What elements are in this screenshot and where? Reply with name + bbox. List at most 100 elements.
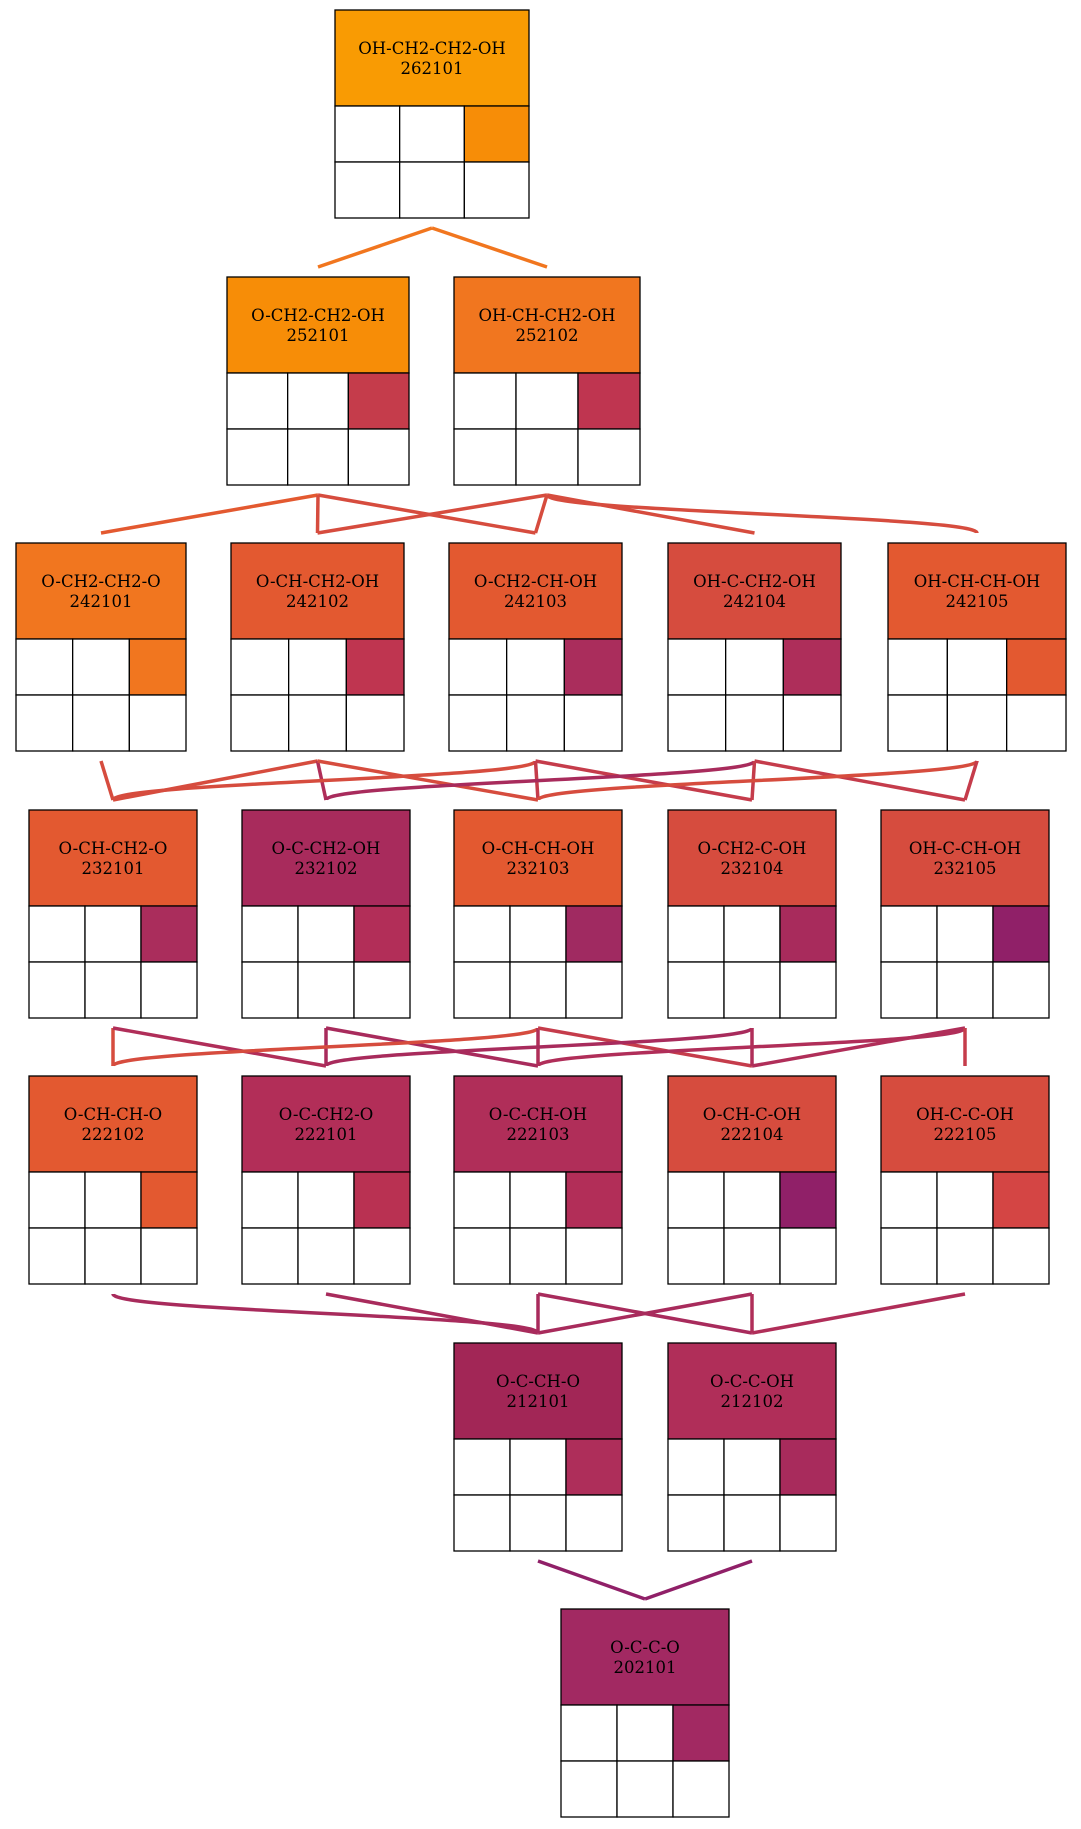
node-cell-r1c2 bbox=[345, 694, 405, 752]
node-cell-r1c0 bbox=[453, 428, 517, 486]
node-id: 222103 bbox=[507, 1125, 570, 1144]
edge-242103-232101 bbox=[111, 759, 538, 802]
node-title: O-C-C-OH bbox=[710, 1372, 794, 1391]
edges-layer bbox=[99, 226, 979, 1601]
node-cell-r1c0 bbox=[453, 1494, 511, 1552]
node-cell-r1c2 bbox=[779, 1227, 837, 1285]
node-cell-r0c1 bbox=[287, 372, 349, 430]
node-title: O-CH2-CH2-OH bbox=[251, 306, 385, 325]
node-cell-r0c1 bbox=[509, 1438, 567, 1496]
node-cell-r1c0 bbox=[453, 1227, 511, 1285]
edge-222101-212101 bbox=[325, 1292, 539, 1335]
node-cell-r0c1 bbox=[506, 638, 565, 696]
node-cell-r0c2 bbox=[782, 638, 842, 696]
node-id: 232102 bbox=[295, 859, 358, 878]
node-header bbox=[453, 1342, 623, 1440]
node-cell-r0c1 bbox=[399, 105, 465, 163]
node-cell-r0c0 bbox=[453, 1438, 511, 1496]
node-title: O-CH-CH2-OH bbox=[256, 572, 379, 591]
node-cell-r1c1 bbox=[509, 961, 567, 1019]
edge-252102-242103 bbox=[533, 494, 549, 534]
node-title: O-CH-C-OH bbox=[703, 1105, 801, 1124]
node-id: 232101 bbox=[82, 859, 145, 878]
node-id: 252102 bbox=[516, 326, 579, 345]
edge-252101-242102 bbox=[315, 494, 320, 534]
node-cell-r0c1 bbox=[723, 1171, 781, 1229]
node-title: OH-C-CH2-OH bbox=[693, 572, 816, 591]
node-cell-r0c0 bbox=[15, 638, 74, 696]
edge-232105-222104 bbox=[751, 1026, 966, 1068]
node-id: 262101 bbox=[401, 59, 464, 78]
node-title: O-CH-CH-OH bbox=[482, 839, 595, 858]
node-id: 222105 bbox=[934, 1125, 997, 1144]
node-cell-r0c2 bbox=[353, 1171, 411, 1229]
node-cell-r0c2 bbox=[140, 905, 198, 963]
node-cell-r0c1 bbox=[84, 905, 142, 963]
node-cell-r0c1 bbox=[723, 905, 781, 963]
node-id: 242105 bbox=[946, 592, 1009, 611]
node-cell-r0c1 bbox=[936, 1171, 994, 1229]
node-header bbox=[880, 809, 1050, 907]
node-header bbox=[667, 1342, 837, 1440]
node-cell-r1c2 bbox=[347, 428, 410, 486]
node-cell-r0c1 bbox=[288, 638, 347, 696]
node-cell-r1c2 bbox=[577, 428, 641, 486]
node-cell-r0c2 bbox=[347, 372, 410, 430]
node-cell-r0c2 bbox=[565, 905, 623, 963]
node-header bbox=[28, 1075, 198, 1173]
node-title: O-C-C-O bbox=[610, 1638, 680, 1657]
node-cell-r1c1 bbox=[509, 1227, 567, 1285]
node-header bbox=[453, 809, 623, 907]
node-header bbox=[230, 542, 405, 640]
node-id: 242103 bbox=[504, 592, 567, 611]
node-cell-r0c1 bbox=[84, 1171, 142, 1229]
node-cell-r0c1 bbox=[723, 1438, 781, 1496]
node-cell-r0c0 bbox=[241, 905, 299, 963]
node-cell-r1c0 bbox=[667, 961, 725, 1019]
node-cell-r0c1 bbox=[297, 1171, 355, 1229]
node-cell-r0c1 bbox=[72, 638, 130, 696]
node-cell-r1c0 bbox=[28, 1227, 86, 1285]
node-cell-r0c2 bbox=[563, 638, 623, 696]
node-cell-r1c0 bbox=[667, 694, 727, 752]
node-id: 252101 bbox=[287, 326, 350, 345]
edge-222105-212102 bbox=[751, 1292, 966, 1335]
node-id: 202101 bbox=[614, 1658, 677, 1677]
node-cell-r0c2 bbox=[779, 905, 837, 963]
node-header bbox=[241, 1075, 411, 1173]
node-header bbox=[28, 809, 198, 907]
node-cell-r0c1 bbox=[946, 638, 1008, 696]
node-cell-r1c1 bbox=[506, 694, 565, 752]
node-cell-r1c2 bbox=[140, 961, 198, 1019]
node-header bbox=[887, 542, 1067, 640]
node-cell-r0c1 bbox=[725, 638, 784, 696]
node-cell-r1c0 bbox=[560, 1760, 618, 1818]
edge-232102-222103 bbox=[325, 1026, 539, 1068]
node-title: O-CH-CH-O bbox=[64, 1105, 162, 1124]
node-cell-r1c2 bbox=[672, 1760, 730, 1818]
node-cell-r1c1 bbox=[616, 1760, 674, 1818]
node-cell-r1c0 bbox=[453, 961, 511, 1019]
